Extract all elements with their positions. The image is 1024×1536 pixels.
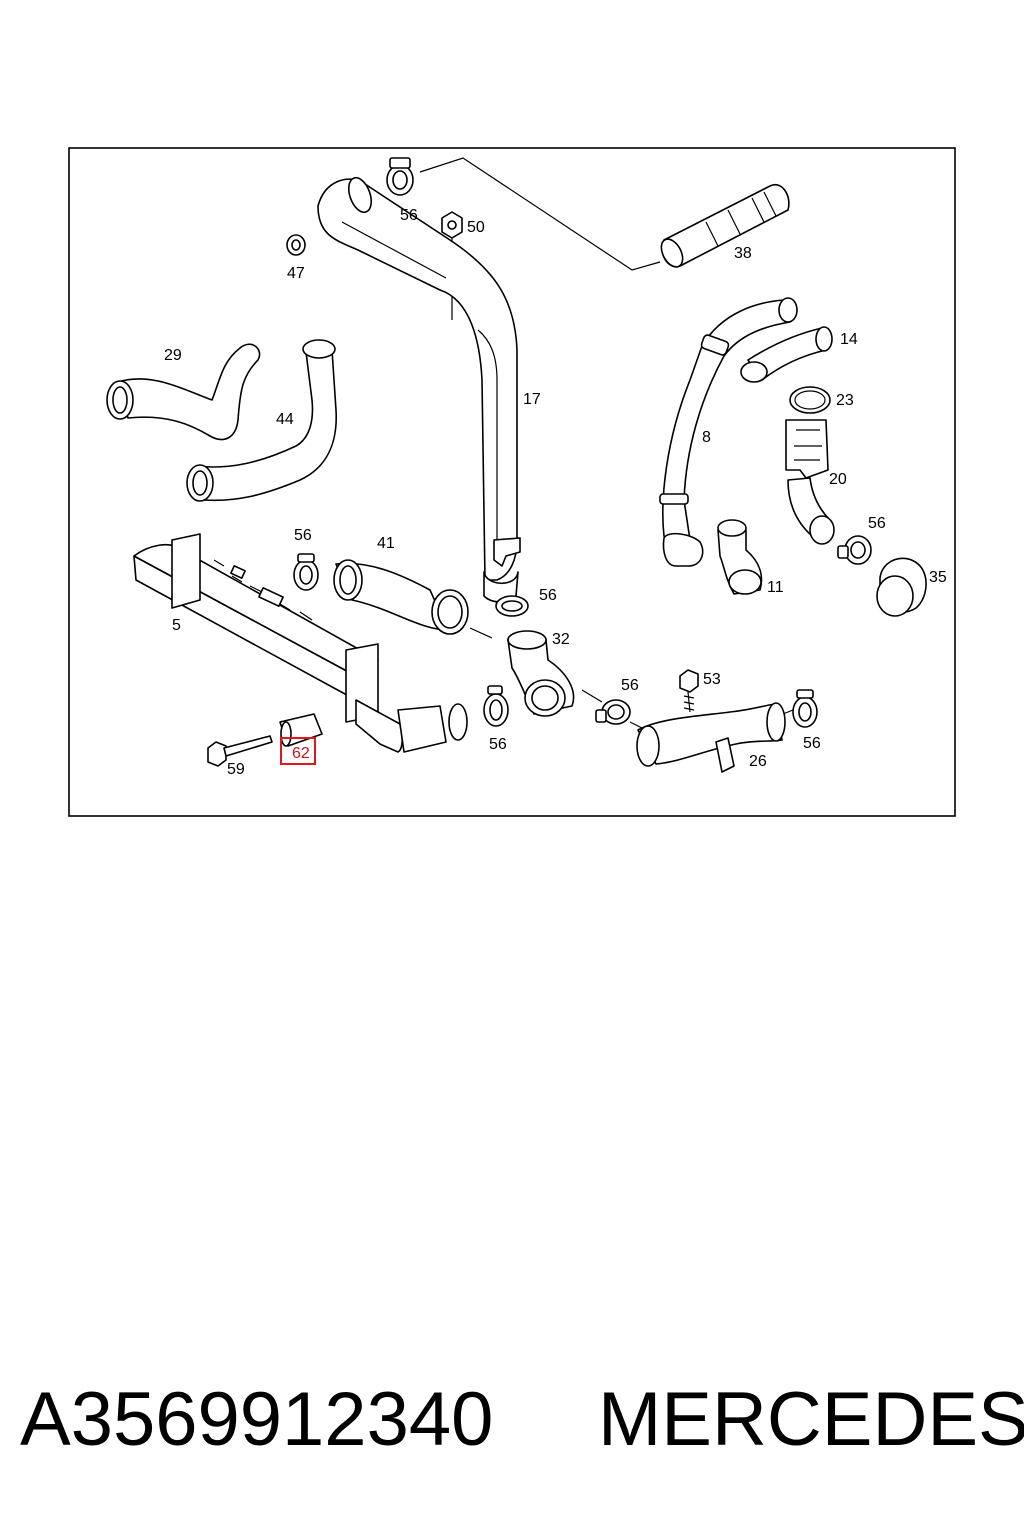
clamp-56-center bbox=[495, 595, 529, 617]
elbow-35 bbox=[876, 557, 927, 617]
part-number: A3569912340 bbox=[20, 1377, 494, 1462]
hose-29 bbox=[106, 343, 261, 441]
hose-14 bbox=[740, 326, 833, 383]
callout-17: 17 bbox=[523, 391, 541, 408]
callout-14: 14 bbox=[840, 331, 858, 348]
elbow-11 bbox=[717, 519, 763, 595]
callout-47: 47 bbox=[287, 265, 305, 282]
callout-53: 53 bbox=[703, 671, 721, 688]
hose-44 bbox=[186, 339, 337, 502]
brand-name: MERCEDES bbox=[598, 1377, 1024, 1462]
callout-56: 56 bbox=[400, 207, 418, 224]
callout-5: 5 bbox=[172, 617, 181, 634]
clamp-56-top bbox=[386, 157, 414, 196]
pipe-26 bbox=[636, 702, 786, 773]
bolt-59 bbox=[207, 735, 273, 767]
connector-20 bbox=[785, 419, 835, 545]
callout-26: 26 bbox=[749, 753, 767, 770]
callout-56: 56 bbox=[539, 587, 557, 604]
callout-23: 23 bbox=[836, 392, 854, 409]
callout-35: 35 bbox=[929, 569, 947, 586]
intercooler-5 bbox=[133, 533, 468, 753]
nut-50 bbox=[441, 211, 463, 239]
elbow-32 bbox=[507, 630, 575, 717]
clamp-56-pipe26 bbox=[595, 699, 631, 725]
callout-56: 56 bbox=[294, 527, 312, 544]
clamp-56-left bbox=[293, 553, 319, 591]
pipe-17 bbox=[317, 176, 521, 603]
callout-59: 59 bbox=[227, 761, 245, 778]
callout-50: 50 bbox=[467, 219, 485, 236]
callout-41: 41 bbox=[377, 535, 395, 552]
hose-41 bbox=[333, 559, 469, 635]
callout-62-highlighted: 62 bbox=[292, 745, 310, 762]
callout-56: 56 bbox=[621, 677, 639, 694]
clamp-56-far-right bbox=[792, 689, 818, 728]
parts-diagram: 56 50 47 38 29 44 17 14 23 8 20 56 35 11… bbox=[68, 147, 956, 817]
callout-38: 38 bbox=[734, 245, 752, 262]
callout-8: 8 bbox=[702, 429, 711, 446]
callout-11: 11 bbox=[767, 579, 784, 596]
callout-56: 56 bbox=[868, 515, 886, 532]
clamp-56-right bbox=[837, 535, 872, 565]
clamp-56-lower bbox=[483, 685, 509, 727]
callout-32: 32 bbox=[552, 631, 570, 648]
screw-53 bbox=[679, 669, 699, 713]
grommet-47 bbox=[286, 234, 306, 256]
callout-56: 56 bbox=[803, 735, 821, 752]
callout-56: 56 bbox=[489, 736, 507, 753]
diagram-frame bbox=[68, 147, 956, 817]
callout-29: 29 bbox=[164, 347, 182, 364]
callout-20: 20 bbox=[829, 471, 847, 488]
hose-8 bbox=[659, 297, 798, 567]
o-ring-23 bbox=[789, 386, 831, 414]
highlight-box bbox=[280, 737, 316, 765]
hose-38 bbox=[660, 183, 790, 268]
callout-44: 44 bbox=[276, 411, 294, 428]
